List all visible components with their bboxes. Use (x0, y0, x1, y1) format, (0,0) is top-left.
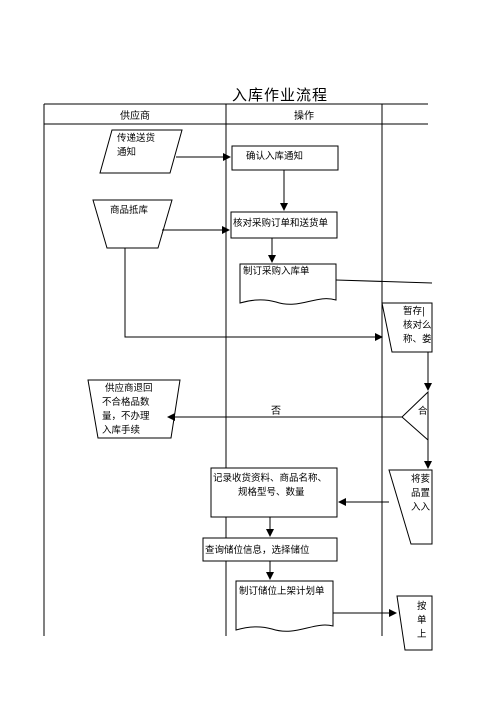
return-goods-label-3: 量，不办理 (102, 410, 150, 422)
return-goods-label-2: 不合格品数 (102, 396, 150, 408)
temp-store-label-2: 核对么 (403, 319, 432, 331)
shelve-label-3: 上 (417, 629, 427, 640)
make-receipt-doc (239, 263, 337, 305)
shelf-plan-label: 制订储位上架计划单 (239, 585, 325, 597)
confirm-notice-label: 确认入库通知 (246, 150, 303, 162)
store-goods-shape (388, 469, 433, 545)
temp-store-label-3: 称、娄 (403, 333, 432, 345)
record-info-label-1: 记录收货资料、商品名称、 (213, 472, 327, 484)
return-goods-label-1: 供应商退回 (105, 382, 153, 394)
query-location-label: 查询储位信息，选择储位 (205, 544, 310, 556)
page-title: 入库作业流程 (231, 86, 328, 104)
shelve-label-2: 单 (417, 614, 427, 626)
return-goods-shape (87, 379, 181, 439)
notify-supplier-label-2: 通知 (117, 146, 136, 158)
return-goods-label-4: 入库手续 (102, 424, 141, 436)
confirm-notice-box (231, 145, 339, 171)
qualified-label: 合 (418, 405, 428, 417)
store-goods-label-3: 入入 (411, 502, 431, 513)
temp-store-shape (381, 302, 433, 353)
shelve-shape (396, 595, 433, 651)
arrow-arrive-to-temp-store (124, 248, 383, 341)
record-info-label-2: 规格型号、数量 (238, 486, 305, 498)
goods-arrive-label: 商品抵库 (110, 204, 149, 216)
goods-arrive-shape (92, 199, 173, 249)
notify-supplier-shape (99, 129, 183, 174)
temp-store-label-1: 暂存| (403, 305, 425, 317)
notify-supplier-label-1: 传递送货 (117, 132, 155, 144)
lane-header-supplier: 供应商 (120, 109, 150, 122)
check-po-box (230, 211, 338, 239)
qualified-decision (401, 390, 429, 442)
store-goods-label-1: 将荄 (411, 474, 430, 485)
store-goods-label-2: 品置 (411, 488, 430, 499)
shelf-plan-doc (235, 580, 334, 632)
line-receipt-to-right (335, 279, 433, 284)
shelve-label-1: 按 (417, 600, 427, 612)
record-info-box (210, 467, 338, 518)
check-po-label: 核对采购订单和送货单 (233, 217, 329, 229)
lane-header-operation: 操作 (294, 109, 314, 122)
make-receipt-label: 制订采购入库单 (243, 265, 310, 277)
edge-label-no: 否 (271, 405, 281, 417)
